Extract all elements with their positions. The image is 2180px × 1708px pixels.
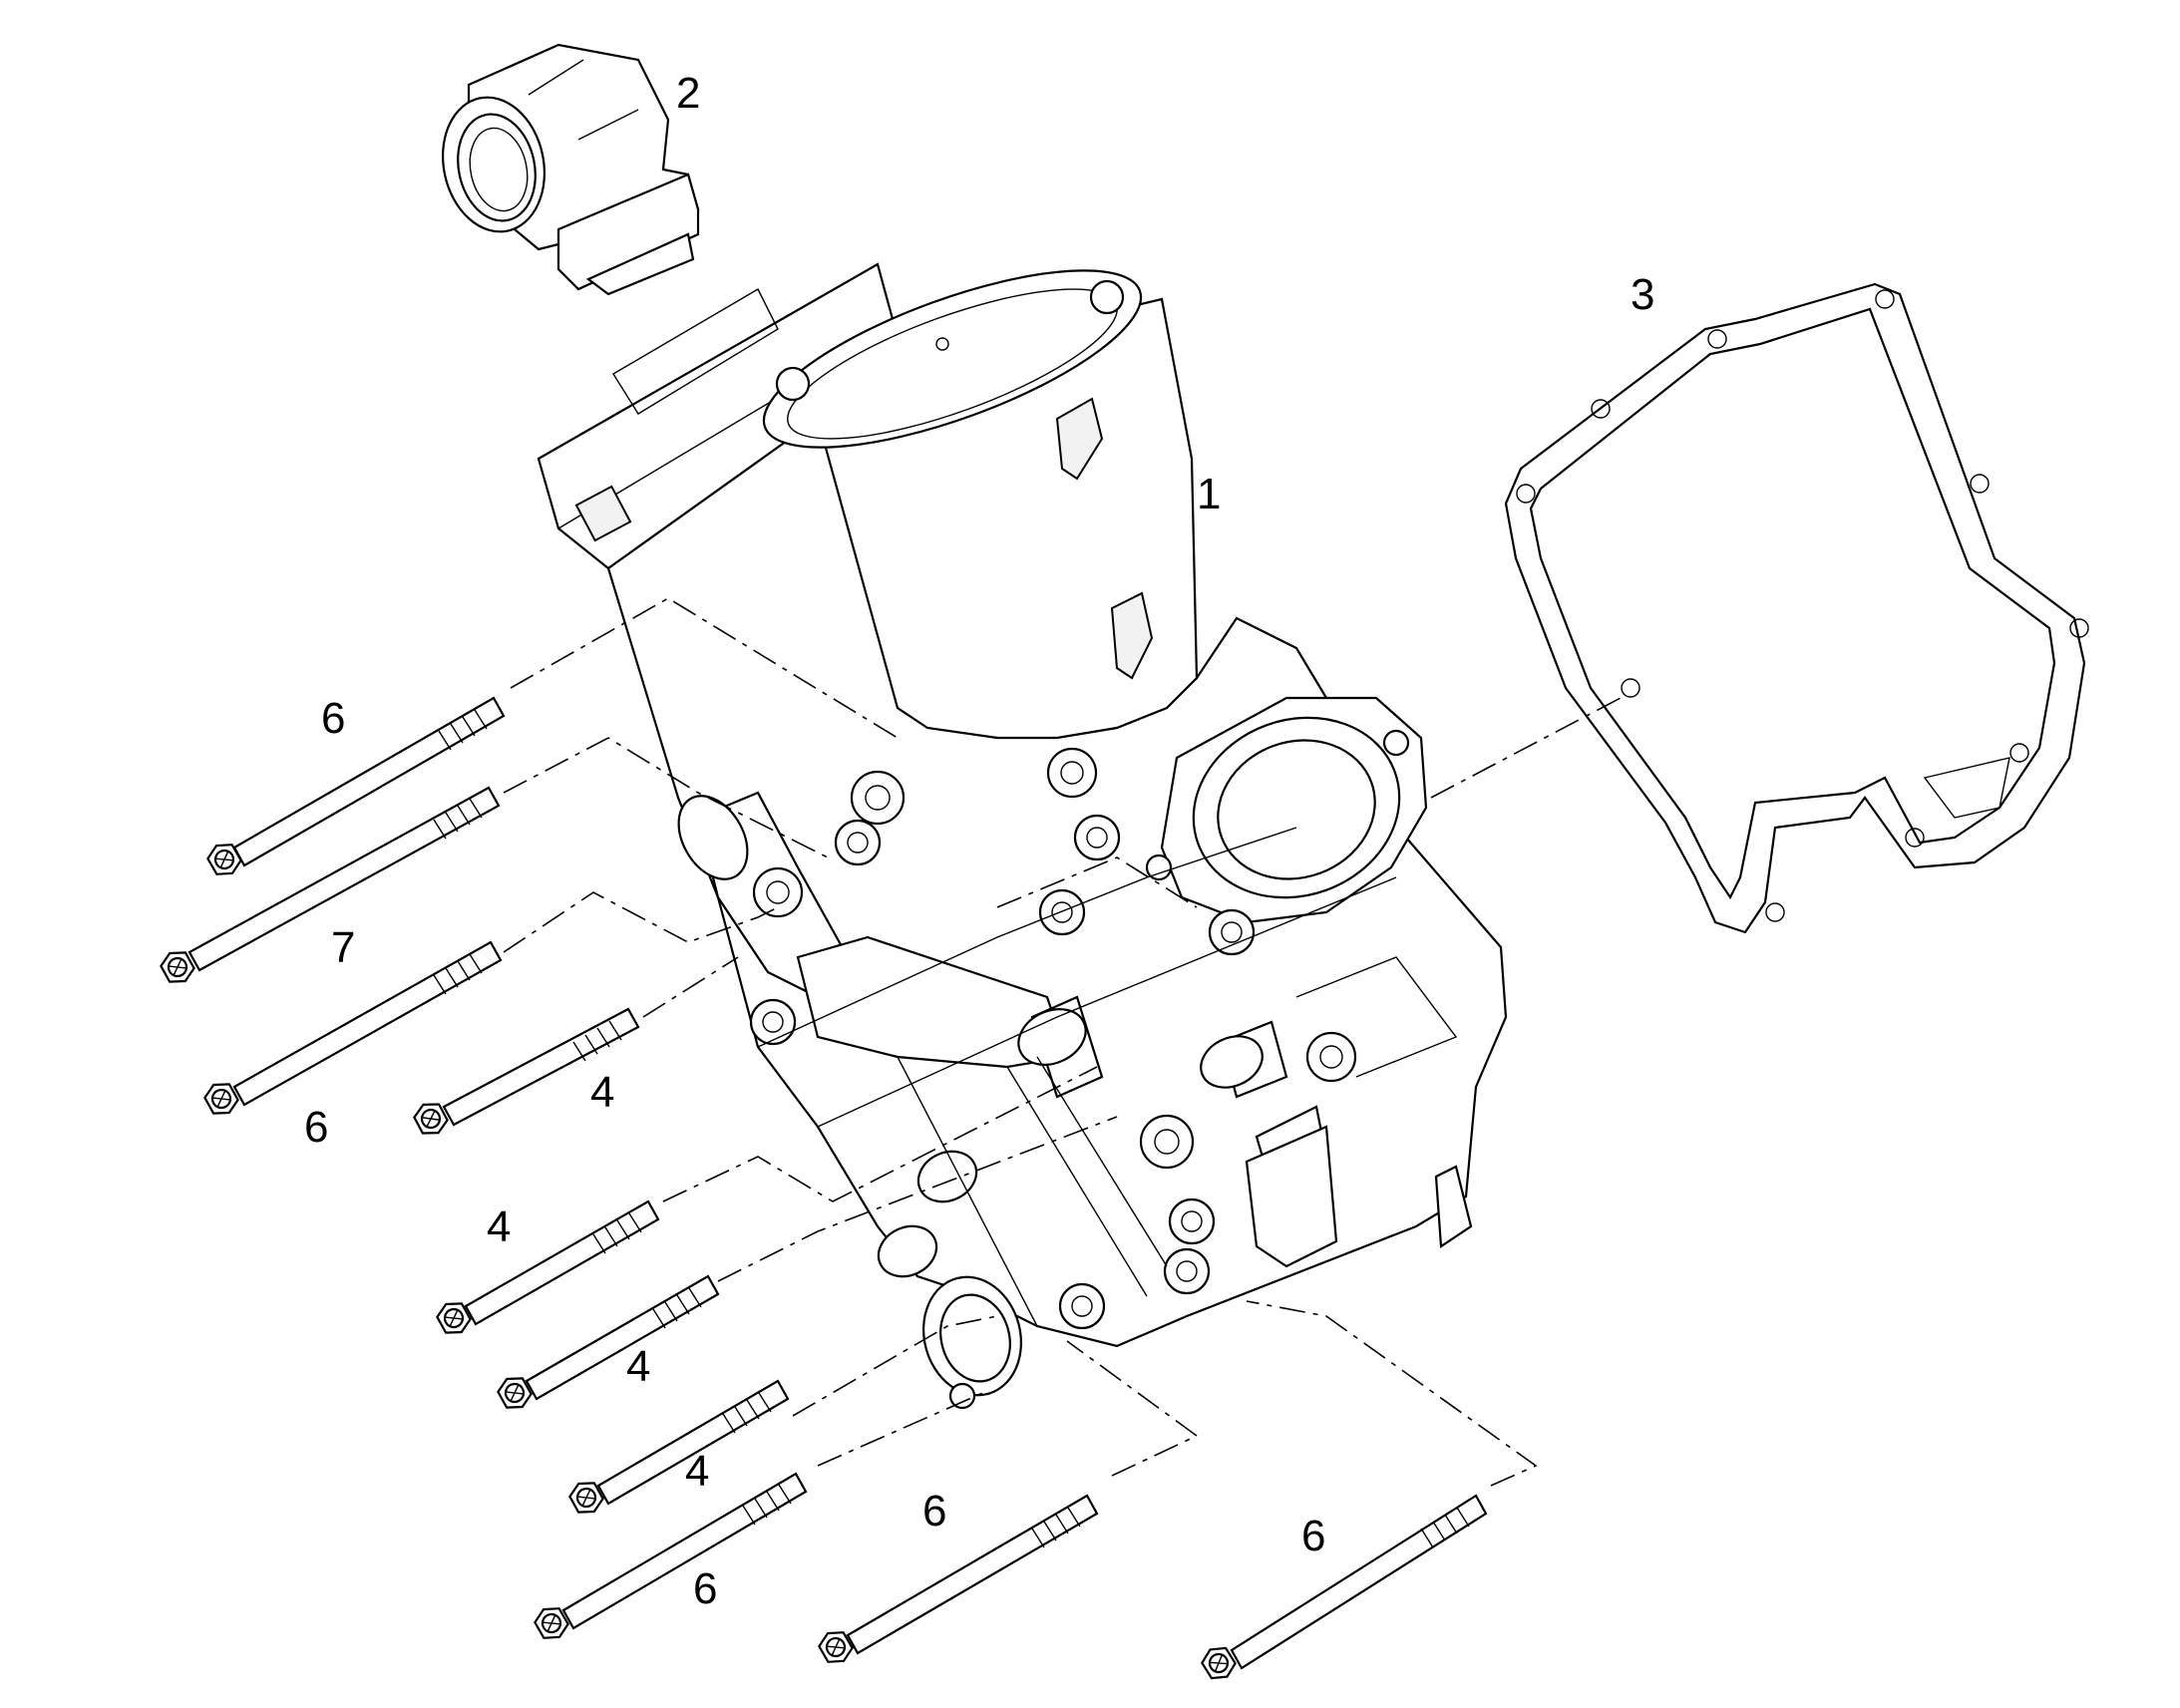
bolt-7 xyxy=(156,786,501,989)
callout-labels: 2 3 1 6 7 6 4 4 4 4 6 6 6 xyxy=(304,69,1654,1613)
bolt-6-upper xyxy=(202,696,506,881)
gasket-part-3 xyxy=(1504,282,2089,934)
bolt-4-mid xyxy=(493,1274,720,1415)
bolt-6-lower-left xyxy=(530,1472,808,1645)
callout-6-mid: 6 xyxy=(304,1103,328,1152)
callout-7: 7 xyxy=(331,923,355,972)
leader-lines xyxy=(503,597,1622,1487)
callout-4-lower: 4 xyxy=(685,1447,709,1496)
bolt-6-lower-mid xyxy=(814,1494,1099,1669)
bolt-6-mid xyxy=(199,940,503,1121)
callout-6-lower-mid: 6 xyxy=(922,1487,946,1536)
filter-housing-part-1 xyxy=(537,262,1508,1410)
callout-4-mid: 4 xyxy=(626,1342,650,1391)
callout-1: 1 xyxy=(1197,470,1221,518)
bolt-4-lower xyxy=(564,1379,790,1520)
elbow-fitting-part-2 xyxy=(441,43,700,296)
callout-4-left: 4 xyxy=(487,1202,511,1251)
callout-6-lower-left: 6 xyxy=(693,1564,717,1613)
callout-3: 3 xyxy=(1631,270,1654,319)
bolt-4-upper xyxy=(410,1007,640,1141)
callout-6-lower-right: 6 xyxy=(1301,1512,1325,1560)
callout-2: 2 xyxy=(676,69,700,118)
callout-4-upper: 4 xyxy=(590,1068,614,1117)
callout-6-upper: 6 xyxy=(321,694,345,743)
bolt-6-lower-right xyxy=(1197,1494,1488,1686)
bolt-4-left xyxy=(432,1199,660,1340)
